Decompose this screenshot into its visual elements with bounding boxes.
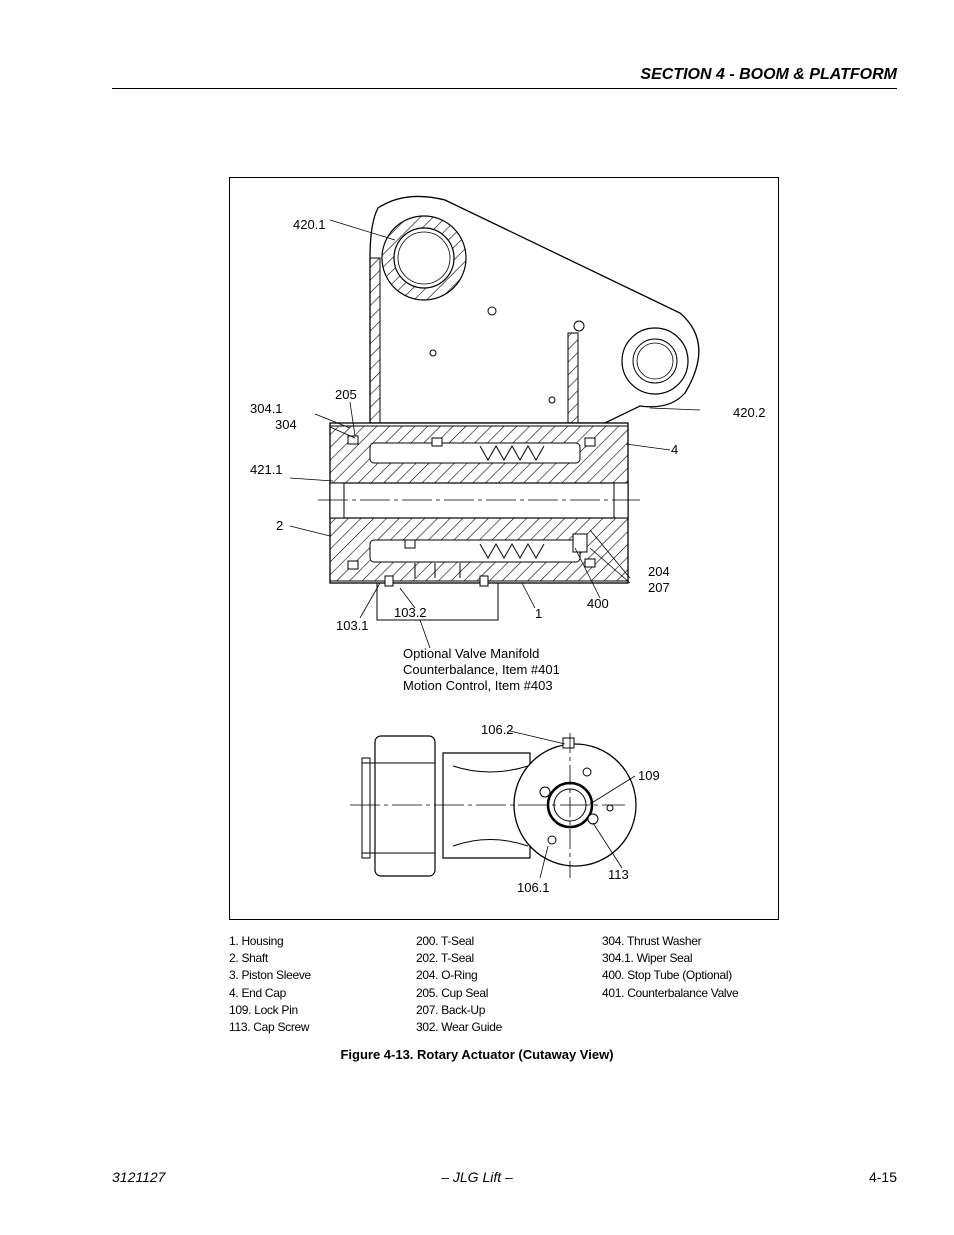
- callout-1: 1: [535, 606, 542, 621]
- figure-frame: 420.1 420.2 205 304.1 304 4 421.1 2 204 …: [229, 177, 779, 920]
- callout-204: 204: [648, 564, 670, 579]
- actuator-housing: [318, 422, 640, 587]
- figure-caption: Figure 4-13. Rotary Actuator (Cutaway Vi…: [340, 1047, 614, 1062]
- plate-wall-left: [369, 257, 381, 424]
- callout-106-2: 106.2: [481, 722, 514, 737]
- valve-note-line-2: Counterbalance, Item #401: [403, 662, 560, 677]
- callout-113: 113: [608, 867, 629, 882]
- legend-column-3: 304. Thrust Washer 304.1. Wiper Seal 400…: [602, 933, 739, 1002]
- callout-106-1: 106.1: [517, 880, 550, 895]
- callout-400: 400: [587, 596, 609, 611]
- legend-item: 2. Shaft: [229, 951, 268, 966]
- valve-note-line-3: Motion Control, Item #403: [403, 678, 553, 693]
- legend-item: 207. Back-Up: [416, 1002, 486, 1017]
- document-number: 3121127: [112, 1169, 166, 1185]
- actuator-end-view: [350, 730, 637, 879]
- callout-207: 207: [648, 580, 670, 595]
- callout-2: 2: [276, 518, 283, 533]
- legend-item: 200. T-Seal: [416, 934, 474, 948]
- legend-item: 401. Counterbalance Valve: [602, 985, 739, 1000]
- legend-item: 202. T-Seal: [416, 951, 474, 966]
- legend-item: 3. Piston Sleeve: [229, 968, 311, 983]
- header-rule: [112, 88, 897, 89]
- legend-item: 302. Wear Guide: [416, 1020, 502, 1035]
- valve-note-line-1: Optional Valve Manifold: [403, 646, 539, 661]
- legend-column-2: 200. T-Seal 202. T-Seal 204. O-Ring 205.…: [416, 933, 502, 1036]
- callout-304-1: 304.1: [250, 401, 283, 416]
- callout-205: 205: [335, 387, 357, 402]
- legend-item: 304. Thrust Washer: [602, 934, 702, 948]
- legend-item: 304.1. Wiper Seal: [602, 951, 693, 966]
- callout-103-1: 103.1: [336, 618, 369, 633]
- publisher-name: – JLG Lift –: [441, 1169, 513, 1185]
- legend-item: 109. Lock Pin: [229, 1002, 298, 1017]
- legend-item: 113. Cap Screw: [229, 1020, 310, 1035]
- legend-item: 4. End Cap: [229, 985, 287, 1000]
- valve-manifold-bracket: [376, 583, 499, 621]
- legend-column-1: 1. Housing 2. Shaft 3. Piston Sleeve 4. …: [229, 933, 311, 1036]
- callout-421-1: 421.1: [250, 462, 283, 477]
- bushing-420-1-bore: [393, 227, 455, 289]
- callout-103-2: 103.2: [394, 605, 427, 620]
- callout-4: 4: [671, 442, 678, 457]
- callout-109: 109: [638, 768, 660, 783]
- page-number: 4-15: [868, 1169, 897, 1185]
- callout-420-2: 420.2: [733, 405, 766, 420]
- legend-item: 400. Stop Tube (Optional): [602, 968, 732, 983]
- callout-304: 304: [275, 417, 297, 432]
- plate-wall-right: [567, 332, 579, 424]
- legend-item: 204. O-Ring: [416, 968, 478, 983]
- legend-item: 205. Cup Seal: [416, 985, 489, 1000]
- legend-item: 1. Housing: [229, 934, 284, 948]
- mounting-plate: [369, 195, 700, 424]
- section-title: SECTION 4 - BOOM & PLATFORM: [640, 66, 897, 83]
- callout-420-1: 420.1: [293, 217, 326, 232]
- rotary-actuator-drawing: 420.1 420.2 205 304.1 304 4 421.1 2 204 …: [250, 195, 766, 895]
